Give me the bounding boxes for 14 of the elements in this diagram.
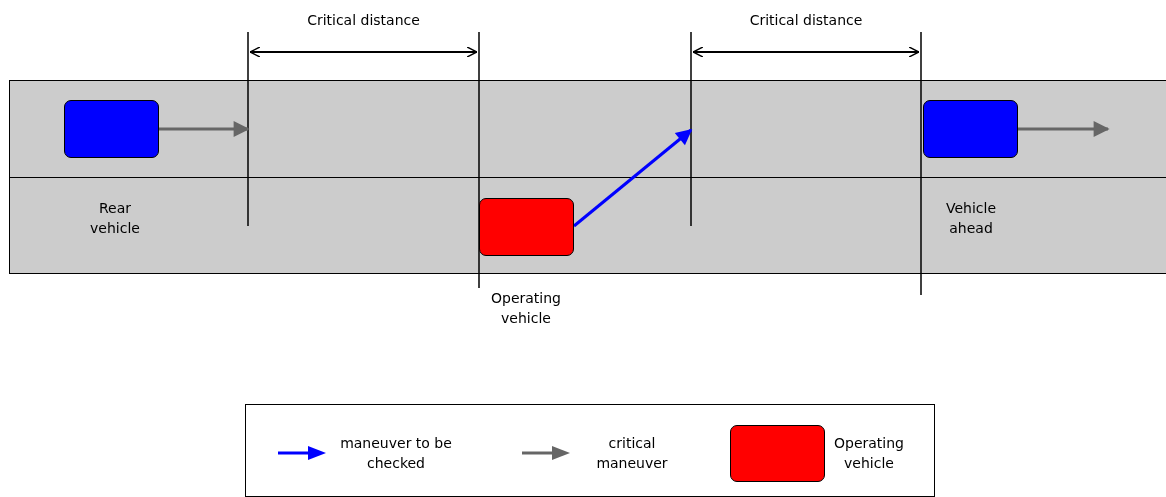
distance-label: Critical distance (306, 12, 421, 28)
vehicle-label: Vehicle ahead (944, 199, 998, 238)
legend-label: maneuver to be checked (339, 434, 453, 473)
vehicle-box (64, 100, 159, 158)
legend-label: critical maneuver (595, 434, 669, 473)
vehicle-box (479, 198, 574, 256)
legend-label: Operating vehicle (833, 434, 905, 473)
vehicle-label: Operating vehicle (490, 289, 562, 328)
vehicle-label: Rear vehicle (89, 199, 141, 238)
arrow (573, 128, 693, 228)
arrow (159, 121, 250, 137)
distance-label: Critical distance (748, 12, 864, 28)
arrow (1018, 121, 1110, 137)
vehicle-box (923, 100, 1018, 158)
